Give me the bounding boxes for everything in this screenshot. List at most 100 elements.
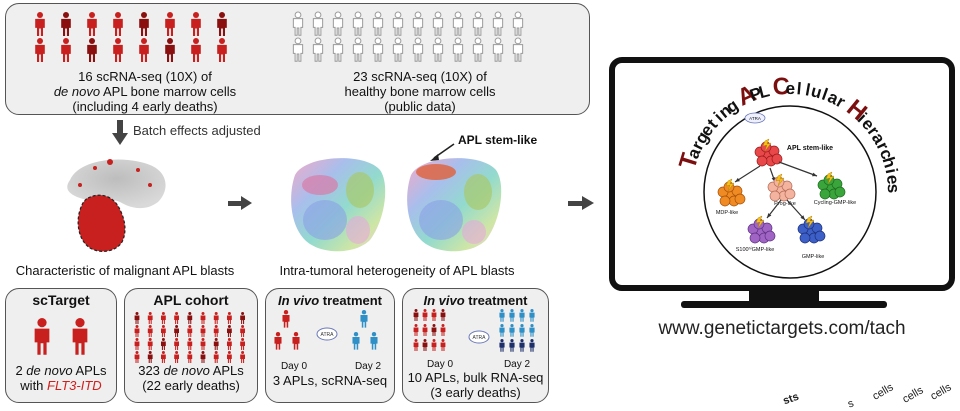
- person-icon: [72, 318, 88, 355]
- cycling-node-label: Cycling-GMP-like: [814, 200, 856, 206]
- hierarchy-arrowhead: [735, 177, 740, 182]
- person-icon: [519, 324, 525, 337]
- invivo1-day0: Day 0: [280, 361, 308, 372]
- invivo1-title: In vivo treatment: [277, 293, 383, 308]
- person-icon: [432, 11, 444, 36]
- person-icon: [440, 324, 446, 336]
- person-icon: [227, 351, 232, 363]
- person-icon: [422, 324, 428, 336]
- person-icon: [372, 37, 384, 62]
- invivo1-icons: ATRA: [274, 310, 378, 350]
- person-icon: [213, 312, 219, 324]
- lightning-icon: [725, 178, 735, 192]
- person-icon: [332, 37, 344, 62]
- person-icon: [161, 351, 166, 363]
- person-icon: [134, 325, 140, 337]
- umap-heterogeneity-plot-1: [291, 158, 386, 252]
- person-icon: [392, 11, 404, 36]
- atra-label: ATRA: [473, 335, 487, 341]
- person-icon: [174, 351, 179, 363]
- cohort-caption: 323 de novo APLs (22 early deaths): [138, 363, 244, 393]
- person-icon: [200, 312, 206, 324]
- person-icon: [509, 309, 515, 322]
- person-icon: [413, 309, 419, 321]
- person-icon: [161, 325, 166, 337]
- person-icon: [187, 338, 193, 350]
- lightning-icon: [825, 171, 835, 185]
- person-icon: [413, 324, 419, 336]
- person-icon: [147, 338, 153, 350]
- person-icon: [392, 37, 404, 62]
- arc-letter: u: [809, 81, 824, 102]
- person-icon: [292, 11, 304, 36]
- website-url[interactable]: www.genetictargets.com/tach: [658, 318, 906, 339]
- cohort-title: APL cohort: [153, 292, 229, 308]
- sctarget-patient-icons: [34, 318, 88, 355]
- s100-node-label: S100ʰⁱGMP-like: [736, 245, 775, 253]
- person-icon: [360, 310, 368, 328]
- umap-heterogeneity-plot-2: [407, 158, 502, 252]
- lightning-icon: [805, 215, 815, 229]
- person-icon: [452, 11, 464, 36]
- person-icon: [139, 12, 149, 36]
- hierarchy-arrowhead: [767, 213, 772, 218]
- invivo1-caption: 3 APLs, scRNA-seq: [272, 373, 388, 388]
- person-icon: [240, 338, 245, 350]
- apl-patient-icons: [35, 12, 227, 62]
- person-icon: [187, 351, 193, 363]
- person-icon: [87, 12, 97, 36]
- person-icon: [35, 12, 45, 36]
- person-icon: [372, 11, 384, 36]
- person-icon: [370, 332, 378, 350]
- right-arrow-to-monitor-icon: [568, 196, 594, 210]
- healthy-line3: (public data): [384, 99, 456, 114]
- hierarchy-arrowhead: [812, 172, 817, 177]
- sctarget-title: scTarget: [32, 292, 90, 308]
- person-icon: [512, 37, 524, 62]
- person-icon: [147, 312, 153, 324]
- person-icon: [227, 325, 232, 337]
- stem-node-label: APL stem-like: [787, 145, 833, 152]
- batch-effects-label: Batch effects adjusted: [133, 123, 261, 138]
- person-icon: [240, 325, 245, 337]
- invivo2-caption: 10 APLs, bulk RNA-seq (3 early deaths): [407, 370, 544, 400]
- person-icon: [165, 12, 175, 36]
- person-icon: [431, 339, 437, 351]
- lightning-icon: [755, 215, 765, 229]
- person-icon: [512, 11, 524, 36]
- arc-letter: l: [819, 85, 830, 104]
- mdp-node-label: MDP-like: [716, 210, 738, 216]
- person-icon: [412, 11, 424, 36]
- person-icon: [61, 12, 71, 36]
- person-icon: [240, 351, 245, 363]
- person-icon: [352, 332, 360, 350]
- arc-letter: l: [796, 79, 802, 98]
- hierarchy-arrowhead: [800, 215, 805, 220]
- person-icon: [312, 11, 324, 36]
- person-icon: [292, 37, 304, 62]
- person-icon: [292, 332, 300, 350]
- person-icon: [161, 312, 166, 324]
- person-icon: [147, 351, 153, 363]
- person-icon: [509, 324, 515, 337]
- lightning-icon: [762, 138, 772, 152]
- flt3-itd-text: FLT3-ITD: [47, 378, 102, 393]
- person-icon: [134, 312, 140, 324]
- person-icon: [113, 12, 123, 36]
- apl-samples-line1: 16 scRNA-seq (10X) of: [78, 69, 212, 84]
- atra-pill-label: ATRA: [749, 116, 761, 121]
- person-icon: [147, 325, 153, 337]
- arc-letter: C: [772, 73, 791, 101]
- person-icon: [492, 37, 504, 62]
- gmp-node-label: GMP-like: [802, 254, 825, 260]
- person-icon: [200, 351, 206, 363]
- person-icon: [422, 339, 428, 351]
- person-icon: [472, 37, 484, 62]
- person-icon: [352, 37, 364, 62]
- invivo2-day0: Day 0: [426, 359, 454, 370]
- person-icon: [227, 338, 232, 350]
- person-icon: [61, 38, 71, 62]
- person-icon: [87, 38, 97, 62]
